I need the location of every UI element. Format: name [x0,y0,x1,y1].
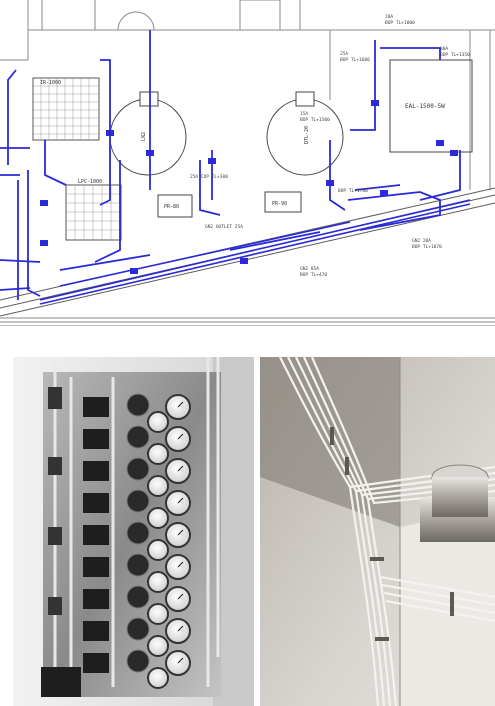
annot-25a-cop: 25A COP TL+300 [190,174,228,180]
regulator-panel-photo [13,357,254,706]
panel-ir-1000: IR-1000 [32,77,100,141]
panel-lpc-1000: LPC-1000 [65,179,122,241]
annot-bop-1500: BOP TL+1500 [300,117,330,123]
tank-ln2-label: LN2 [141,132,147,141]
annot-bop-470: BOP TL+470 [300,272,327,278]
unit-pr80 [157,194,193,218]
panel-ir-label: IR-1000 [40,80,61,86]
unit-pr90 [264,191,302,213]
tank-eal-label: EAL-1500-5W [405,103,445,110]
annot-bop-1350: BOP TL+1350 [440,52,470,58]
regulator-panel-svg [13,357,254,706]
annot-bop-1000: BOP TL+1000 [385,20,415,26]
unit-pr80-label: PR-80 [164,204,179,210]
diagonal-process-lines [39,199,471,305]
annot-gn2-outlet: GN2 OUTLET 25A [205,224,243,230]
ceiling-tubing-svg [260,357,495,706]
tanks [109,59,473,218]
tank-eal1500 [389,59,473,153]
valve-symbols [40,100,458,274]
annot-80a: 80A [440,46,448,52]
tube-clamps [330,427,454,641]
tube-bundle [279,357,495,706]
panel-lpc-label: LPC-1000 [78,179,102,185]
annot-bop-1700: BOP TL+1700 [338,188,368,194]
unit-pr90-label: PR-90 [272,201,287,207]
annot-25a: 25A [340,51,348,57]
exhaust-duct [420,464,495,542]
annot-gn2-85a: GN2 85A [300,266,319,272]
annot-15a: 15A [300,111,308,117]
piping-layout-drawing: IR-1000 LPC-1000 LN2 DTL-20 EAL-1500-5W … [0,0,495,327]
annot-gn2-20a: GN2 20A [412,238,431,244]
annot-bop-1600: BOP TL+1600 [340,57,370,63]
regulator-rows [41,387,191,697]
piping-drawing-svg: IR-1000 LPC-1000 LN2 DTL-20 EAL-1500-5W … [0,0,495,327]
process-piping [0,30,461,300]
tank-dtl20-label: DTL-20 [304,126,310,144]
line-annotations: 20A BOP TL+1000 25A BOP TL+1600 15A BOP … [190,14,470,278]
annot-bop-1870: BOP TL+1870 [412,244,442,250]
ceiling-tubing-photo [260,357,495,706]
tank-ln2 [109,98,187,176]
annot-20a: 20A [385,14,393,20]
